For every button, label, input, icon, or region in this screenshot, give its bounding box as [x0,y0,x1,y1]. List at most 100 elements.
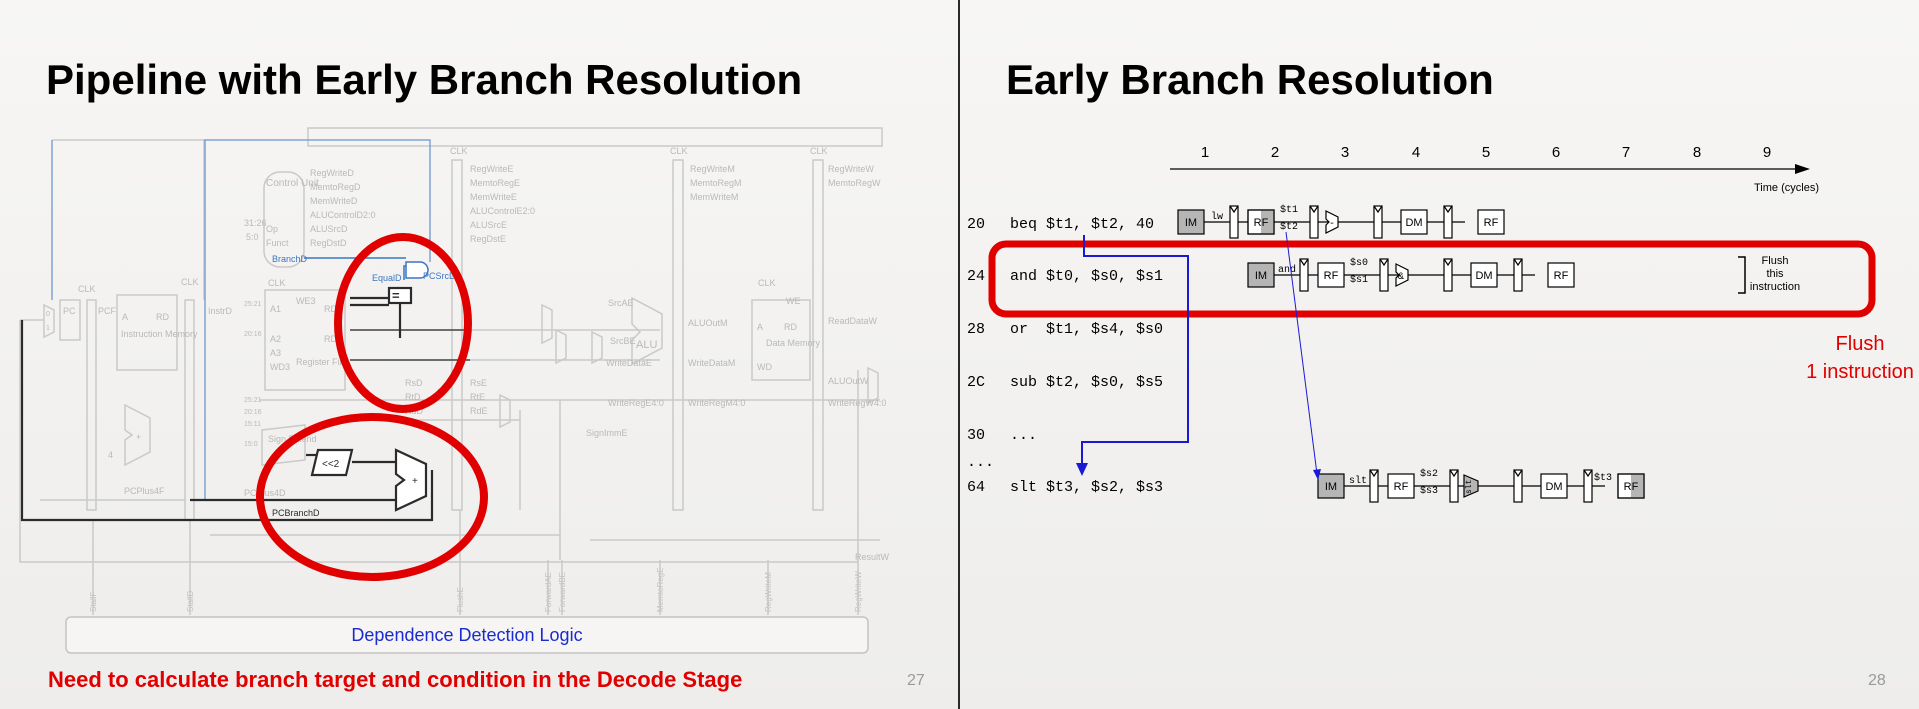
rf-port: WD3 [270,362,290,372]
rf-bits: 20:16 [244,409,262,416]
forward-b-mux [555,328,567,365]
branch-target-arrow [1081,235,1189,465]
pipeline-row-slt [1317,469,1645,503]
clk-label: CLK [268,278,286,288]
rf-bits: 25:21 [244,301,262,308]
instruction-memory [116,294,178,371]
result-feedback-wire [19,319,859,563]
hazard-signal: FlushE [456,587,465,612]
comparator-wires [350,296,402,338]
src-text: $t2 [1280,221,1298,233]
pc-mux-label: 0 [46,311,50,318]
pcplus4d-label: PCPlus4D [244,488,286,498]
op-text: slt [1349,475,1367,487]
dm-label: DM [1545,481,1562,493]
control-signal-d: ALUControlD2:0 [310,210,376,220]
im-label: IM [1185,217,1197,229]
branch-resolve-arrow [1285,231,1318,475]
alu-text: slt [1465,480,1474,494]
hazard-signal: RegWriteW [854,571,863,612]
data-memory-label: Data Memory [766,338,821,348]
cycle-label: 8 [1693,144,1701,161]
rf-port: A1 [270,304,281,314]
dm-port: A [757,322,763,332]
dst-text: $t3 [1594,472,1612,484]
pc-mux [43,303,55,339]
stage-alu [1325,210,1339,234]
branch-adder-highlight-ellipse [256,413,488,581]
writeregw-label: WriteRegW4:0 [828,398,886,408]
clk-label: CLK [450,146,468,156]
alu [631,296,663,366]
stage-alu [1395,263,1409,287]
instr-a-label: A [122,312,128,322]
shift-label: <<2 [322,459,340,470]
cycle-label: 2 [1271,144,1279,161]
rf-label: RF [1484,217,1499,229]
adder-label: + [136,432,141,442]
control-signal-e: MemtoRegE [470,178,520,188]
control-signal-m: RegWriteM [690,164,735,174]
rf-port: A2 [270,334,281,344]
readdataw-label: ReadDataW [828,316,878,326]
src-text: $s3 [1420,485,1438,497]
control-signal-m: MemWriteM [690,192,738,202]
stage-im [1317,473,1345,499]
flush-bracket-line: this [1766,268,1784,280]
control-signal-m: MemtoRegM [690,178,742,188]
pcbranchd-label: PCBranchD [272,508,320,518]
stage-dm [1470,262,1498,288]
flush-note-line: Flush [1835,333,1885,355]
instr-text: beq $t1, $t2, 40 [1010,216,1154,233]
flush-bracket-line: Flush [1762,255,1789,267]
control-signal-e: MemWriteE [470,192,517,202]
time-axis-label: Time (cycles) [1754,182,1819,194]
dm-port: WD [757,362,772,372]
instr-text: and $t0, $s0, $s1 [1010,268,1163,285]
pcf-label: PCF [98,306,117,316]
srcbe-label: SrcBE [610,336,636,346]
branch-adder [394,448,428,512]
instr-text: slt $t3, $s2, $s3 [1010,479,1163,496]
control-signal-d: MemtoRegD [310,182,361,192]
writedatam-label: WriteDataM [688,358,735,368]
pc-register [59,299,81,341]
pipeline-datapath-diagram: CLK CLK CLK CLK CLK CLK CLK Control Unit… [19,127,890,654]
sign-extend [261,424,306,466]
cycle-label: 4 [1412,144,1420,161]
pcsrc-wire [204,140,215,501]
dm-port: WE [786,296,801,306]
instr-text: ... [1010,427,1037,444]
rf-label: RF [1254,217,1269,229]
dm-port: RD [784,322,797,332]
branch-target-arrowhead [1076,463,1088,476]
control-signal-w: MemtoRegW [828,178,881,188]
control-unit [263,171,305,268]
rf-port: RD1 [324,304,342,314]
slide-27: Pipeline with Early Branch Resolution [0,0,958,709]
pc-feedback-wire [52,139,205,300]
stage-im [1177,209,1205,235]
rf-bits: 15:11 [244,421,261,428]
stage-alu [1463,474,1479,498]
branch-adder-label: + [412,476,418,487]
clk-label: CLK [78,284,96,294]
stage-rf [1387,473,1415,499]
signimme-label: SignImmE [586,428,628,438]
equal-sign: = [392,288,400,303]
instruction-memory-label: Instruction Memory [121,329,198,339]
flush-highlight-box [988,240,1876,318]
hazard-signal: MemtoRegE [656,568,665,612]
cycle-label: 7 [1622,144,1630,161]
op-text: and [1278,264,1296,276]
rf-label: RF [1554,270,1569,282]
flush-bracket-line: instruction [1750,281,1800,293]
control-signal-e: RegDstE [470,234,506,244]
im-label: IM [1325,481,1337,493]
reg-label: RtD [405,392,421,402]
cycle-label: 1 [1201,144,1209,161]
time-axis-arrow [1795,164,1810,174]
rf-label: RF [1394,481,1409,493]
pcsrcd-label: PCSrcD [423,271,456,281]
control-signal-d: RegWriteD [310,168,354,178]
